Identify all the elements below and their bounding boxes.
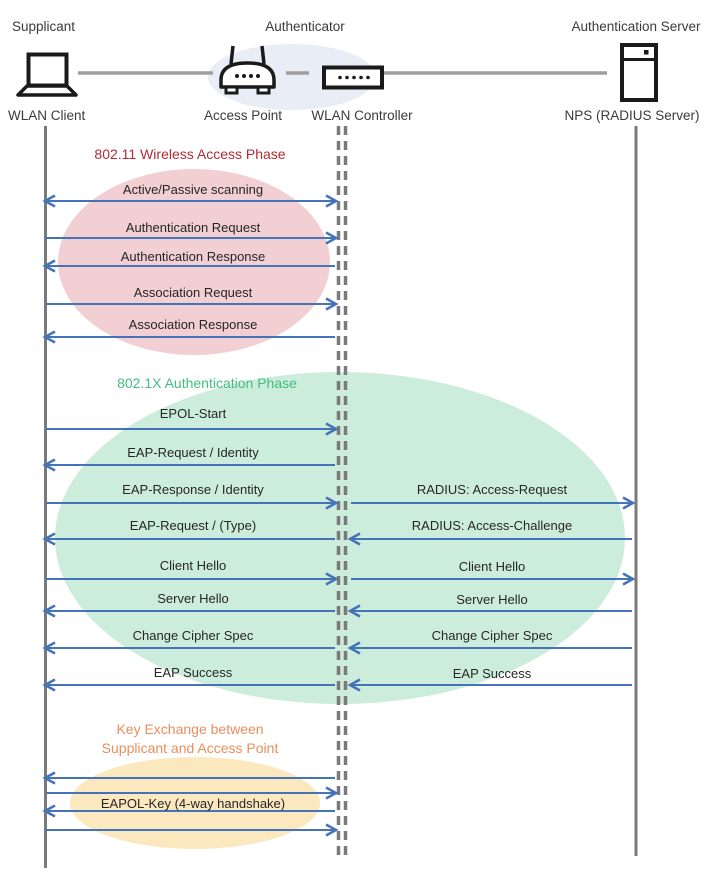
message-label-radius-access-request: RADIUS: Access-Request bbox=[416, 482, 568, 497]
message-arrow-unlabeled bbox=[42, 771, 335, 785]
message-label-eap-response-identity: EAP-Response / Identity bbox=[122, 482, 264, 497]
message-arrow-association-response bbox=[42, 330, 335, 344]
wlan-client-label: WLAN Client bbox=[8, 108, 86, 123]
message-label-eapol-key-4-way-handshake: EAPOL-Key (4-way handshake) bbox=[100, 796, 286, 811]
message-arrow-eap-response-identity bbox=[46, 496, 339, 510]
message-arrow-radius-access-challenge bbox=[347, 532, 632, 546]
message-label-eap-request-identity: EAP-Request / Identity bbox=[127, 445, 259, 460]
phase-1-ellipse bbox=[58, 169, 330, 355]
message-arrow-server-hello bbox=[42, 604, 335, 618]
message-label-association-request: Association Request bbox=[133, 285, 253, 300]
message-label-authentication-response: Authentication Response bbox=[120, 249, 266, 264]
message-arrow-epol-start bbox=[46, 422, 339, 436]
message-arrow-unlabeled bbox=[46, 823, 339, 837]
phase-3-title-line1: Key Exchange between bbox=[116, 721, 264, 737]
message-label-authentication-request: Authentication Request bbox=[125, 220, 261, 235]
wlan-controller-icon bbox=[322, 65, 384, 90]
message-label-eap-success: EAP Success bbox=[153, 665, 233, 680]
message-label-association-response: Association Response bbox=[128, 317, 258, 332]
message-arrow-association-request bbox=[46, 297, 339, 311]
message-label-radius-access-challenge: RADIUS: Access-Challenge bbox=[411, 518, 573, 533]
server-icon bbox=[620, 43, 658, 102]
message-label-eap-success: EAP Success bbox=[452, 666, 532, 681]
message-arrow-authentication-response bbox=[42, 259, 335, 273]
access-point-label: Access Point bbox=[203, 108, 283, 123]
authenticator-halo-ellipse bbox=[208, 44, 376, 110]
phase-3-ellipse bbox=[70, 757, 320, 849]
phase-1-title: 802.11 Wireless Access Phase bbox=[94, 146, 286, 162]
message-arrow-radius-access-request bbox=[351, 496, 636, 510]
message-arrow-change-cipher-spec bbox=[347, 641, 632, 655]
message-label-server-hello: Server Hello bbox=[456, 592, 528, 607]
message-label-server-hello: Server Hello bbox=[157, 591, 229, 606]
message-arrow-eap-success bbox=[347, 678, 632, 692]
laptop-icon bbox=[16, 52, 78, 97]
authenticator-role-label: Authenticator bbox=[265, 19, 345, 34]
supplicant-role-label: Supplicant bbox=[12, 19, 76, 34]
message-arrow-change-cipher-spec bbox=[42, 641, 335, 655]
wlan-controller-label: WLAN Controller bbox=[311, 108, 413, 123]
message-arrow-client-hello bbox=[351, 572, 636, 586]
message-arrow-eap-request-identity bbox=[42, 458, 335, 472]
message-arrow-eap-success bbox=[42, 678, 335, 692]
message-arrow-eap-request-type bbox=[42, 532, 335, 546]
message-label-change-cipher-spec: Change Cipher Spec bbox=[132, 628, 254, 643]
phase-3-title-line2: Supplicant and Access Point bbox=[101, 740, 279, 756]
authentication-server-role-label: Authentication Server bbox=[571, 19, 701, 34]
message-label-eap-request-type: EAP-Request / (Type) bbox=[129, 518, 257, 533]
message-arrow-client-hello bbox=[46, 572, 339, 586]
message-arrow-active-passive-scanning bbox=[42, 194, 339, 208]
phase-2-title: 802.1X Authentication Phase bbox=[117, 375, 297, 391]
message-arrow-unlabeled bbox=[46, 786, 339, 800]
message-label-epol-start: EPOL-Start bbox=[159, 406, 227, 421]
message-arrow-server-hello bbox=[347, 604, 632, 618]
message-arrow-authentication-request bbox=[46, 231, 339, 245]
nps-radius-server-label: NPS (RADIUS Server) bbox=[564, 108, 700, 123]
access-point-icon bbox=[219, 45, 276, 95]
message-label-active-passive-scanning: Active/Passive scanning bbox=[122, 182, 264, 197]
message-arrow-eapol-key-4-way-handshake bbox=[42, 804, 335, 818]
message-label-client-hello: Client Hello bbox=[159, 558, 227, 573]
message-label-change-cipher-spec: Change Cipher Spec bbox=[431, 628, 553, 643]
message-label-client-hello: Client Hello bbox=[458, 559, 526, 574]
